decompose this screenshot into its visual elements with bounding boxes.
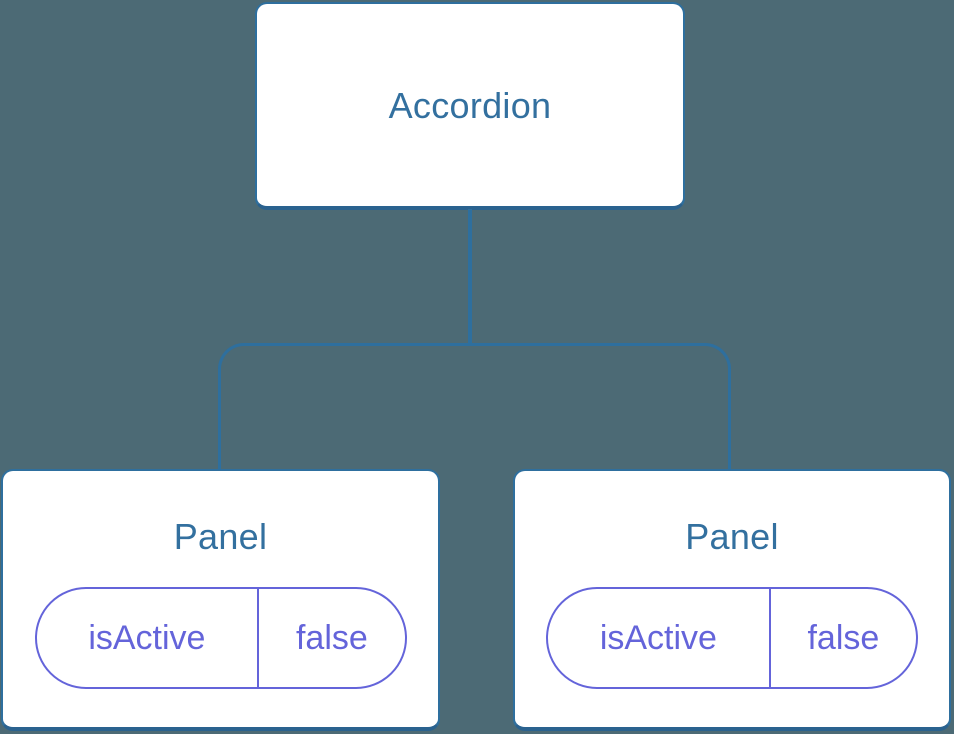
- component-name-panel-1: Panel: [173, 516, 268, 557]
- component-node-accordion: Accordion: [255, 2, 685, 210]
- connector-root-stem: [468, 209, 472, 345]
- component-name-panel-2: Panel: [685, 516, 779, 557]
- state-key-2: isActive: [548, 589, 771, 687]
- component-node-panel-2: Panel isActive false: [513, 469, 951, 731]
- component-node-panel-1: Panel isActive false: [1, 469, 440, 731]
- state-value-2: false: [807, 619, 880, 657]
- state-pill-2: isActive false: [546, 587, 918, 689]
- state-value-1: false: [295, 619, 368, 657]
- component-name-accordion: Accordion: [388, 84, 552, 126]
- state-key-1: isActive: [37, 589, 260, 687]
- connector-branch-bracket: [218, 343, 731, 471]
- state-pill-1: isActive false: [34, 587, 407, 689]
